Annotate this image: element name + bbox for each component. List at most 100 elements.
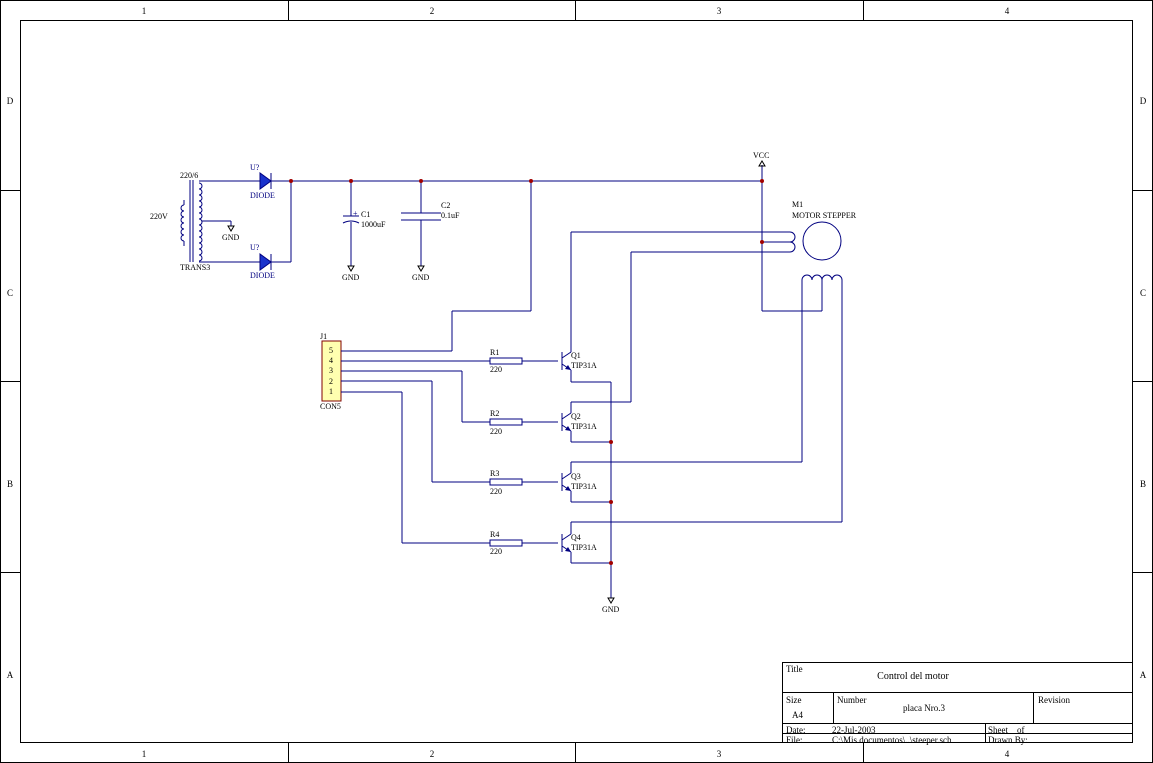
capacitor-c2-value: 0.1uF [441, 211, 460, 220]
resistor-r4-ref: R4 [490, 530, 499, 539]
transistor-q4-ref: Q4 [571, 533, 581, 542]
resistor-r2-value: 220 [490, 427, 502, 436]
gnd-label-transformer: GND [222, 233, 240, 242]
zone-row-right-b: B [1140, 479, 1146, 489]
diode-top-value: DIODE [250, 191, 275, 200]
gnd-label-c2: GND [412, 273, 430, 282]
connector-pin: 4 [329, 356, 333, 365]
resistor-r4-value: 220 [490, 547, 502, 556]
drawn-by-label: Drawn By: [988, 735, 1028, 745]
diode-bottom[interactable]: U? DIODE [245, 243, 275, 280]
sheet-of-label: of [1017, 725, 1025, 735]
transformer[interactable]: 220/6 TRANS3 220V [150, 171, 245, 272]
capacitor-c1-ref: C1 [361, 210, 370, 219]
revision-label: Revision [1038, 695, 1071, 705]
transistor-q2[interactable]: Q2 TIP31A [561, 412, 597, 432]
gnd-symbol-main: GND [602, 597, 620, 614]
connector-ref: J1 [320, 332, 327, 341]
gnd-label-c1: GND [342, 273, 360, 282]
zone-col-top-2: 2 [430, 6, 435, 16]
transformer-input-label: 220V [150, 212, 168, 221]
connector-pin: 3 [329, 366, 333, 375]
diode-top-ref: U? [250, 163, 260, 172]
resistor-r1-value: 220 [490, 365, 502, 374]
title-label: Title [786, 664, 803, 674]
transistor-q4[interactable]: Q4 TIP31A [561, 533, 597, 553]
connector-wires [341, 350, 490, 544]
transistor-wires [570, 231, 843, 598]
zone-row-left-c: C [7, 288, 13, 298]
transistor-q1-ref: Q1 [571, 351, 581, 360]
resistor-r4[interactable]: R4 220 [489, 530, 558, 556]
junction-dot [609, 440, 613, 444]
junction-dot [760, 240, 764, 244]
gnd-symbol-c2: GND [412, 265, 430, 282]
junction-dot [609, 500, 613, 504]
transistor-q2-ref: Q2 [571, 412, 581, 421]
zone-col-top-3: 3 [717, 6, 722, 16]
diode-top[interactable]: U? DIODE [245, 163, 275, 200]
stepper-motor[interactable]: M1 MOTOR STEPPER [761, 181, 857, 312]
connector-j1[interactable]: J1 CON5 5 4 3 2 1 [320, 332, 342, 411]
transformer-ref: 220/6 [180, 171, 198, 180]
capacitor-c2[interactable]: C2 0.1uF [401, 181, 460, 266]
diode-bottom-ref: U? [250, 243, 260, 252]
connector-pin: 2 [329, 377, 333, 386]
zone-col-top-4: 4 [1005, 6, 1010, 16]
vcc-label: VCC [753, 151, 769, 160]
capacitor-c2-ref: C2 [441, 201, 450, 210]
zone-col-bottom-1: 1 [142, 749, 147, 759]
number-label: Number [837, 695, 867, 705]
number-value: placa Nro.3 [903, 703, 945, 713]
size-label: Size [786, 695, 802, 705]
connector-pin: 1 [329, 387, 333, 396]
transistor-q1-value: TIP31A [571, 361, 597, 370]
rectifier-output-wires [271, 180, 292, 263]
transistor-q3-ref: Q3 [571, 472, 581, 481]
capacitor-c1-polarity: + [353, 209, 358, 218]
junction-dot [760, 179, 764, 183]
size-value: A4 [792, 710, 803, 720]
transistor-q1[interactable]: Q1 TIP31A [561, 351, 597, 371]
zone-col-bottom-4: 4 [1005, 749, 1010, 759]
file-label: File: [786, 735, 803, 745]
transistor-q3[interactable]: Q3 TIP31A [561, 472, 597, 492]
vcc-rail [291, 165, 763, 351]
zone-col-bottom-3: 3 [717, 749, 722, 759]
gnd-label-main: GND [602, 605, 620, 614]
junction-dot [289, 179, 293, 183]
sheet-label: Sheet [988, 725, 1008, 735]
date-label: Date: [786, 725, 806, 735]
drawing-title: Control del motor [877, 671, 949, 682]
zone-row-right-d: D [1140, 96, 1147, 106]
file-value: C:\Mis documentos\..\steeper.sch [832, 735, 952, 745]
zone-row-left-a: A [7, 670, 14, 680]
resistor-r2[interactable]: R2 220 [489, 409, 558, 436]
zone-col-top-1: 1 [142, 6, 147, 16]
resistor-r3[interactable]: R3 220 [489, 469, 558, 496]
resistor-r1[interactable]: R1 220 [489, 348, 558, 374]
connector-pin: 5 [329, 346, 333, 355]
resistor-r3-ref: R3 [490, 469, 499, 478]
gnd-symbol-c1: GND [342, 265, 360, 282]
motor-value: MOTOR STEPPER [792, 211, 857, 220]
zone-row-left-d: D [7, 96, 14, 106]
resistor-r2-ref: R2 [490, 409, 499, 418]
transistor-q2-value: TIP31A [571, 422, 597, 431]
capacitor-c1-value: 1000uF [361, 220, 386, 229]
transformer-value: TRANS3 [180, 263, 210, 272]
zone-row-right-a: A [1140, 670, 1147, 680]
junction-dot [609, 561, 613, 565]
junction-dots [289, 179, 764, 565]
junction-dot [529, 179, 533, 183]
connector-value: CON5 [320, 402, 341, 411]
gnd-symbol-transformer: GND [222, 225, 240, 242]
zone-row-left-b: B [7, 479, 13, 489]
capacitor-c1[interactable]: + C1 1000uF [342, 181, 386, 266]
zone-col-bottom-2: 2 [430, 749, 435, 759]
junction-dot [349, 179, 353, 183]
resistor-r1-ref: R1 [490, 348, 499, 357]
date-value: 22-Jul-2003 [832, 725, 876, 735]
junction-dot [419, 179, 423, 183]
